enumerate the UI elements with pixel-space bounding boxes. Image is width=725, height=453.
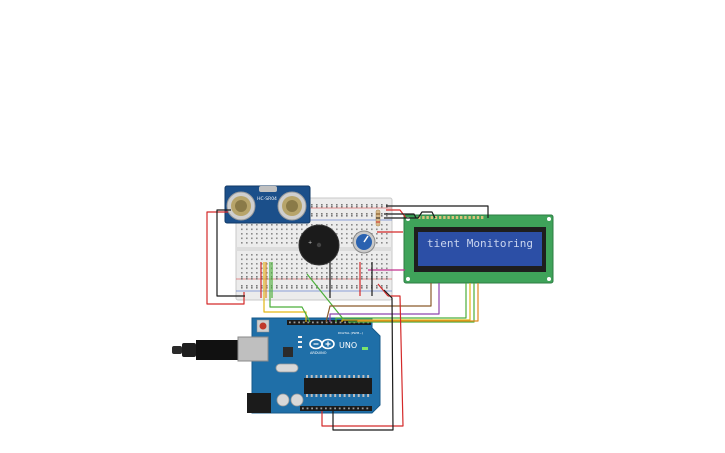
wire-sensor-gnd[interactable] (216, 209, 245, 297)
sensor-model-label: HC-SR04 (257, 196, 277, 202)
sensor-transducer-right (277, 191, 307, 221)
atmega-chip-pins (306, 375, 370, 397)
wire-arduino-5v[interactable] (321, 295, 404, 427)
sensor-crystal (259, 186, 277, 192)
potentiometer[interactable] (352, 230, 376, 254)
lcd-text-line1: tient Monitoring (427, 237, 533, 250)
board-brand-label: ARDUINO (310, 351, 327, 355)
wire-sensor-trig[interactable] (263, 262, 307, 322)
wire-lcd-rs[interactable] (325, 283, 432, 323)
wire-sensor-vcc[interactable] (206, 211, 245, 305)
usb-chip (283, 347, 293, 357)
digital-pins-label: DIGITAL (PWM~) (338, 331, 363, 335)
led-rx (298, 346, 302, 348)
wire-rail-vcc-lcd[interactable] (386, 209, 407, 219)
wire-buzzer-signal[interactable] (306, 273, 345, 321)
sensor-transducer-left (226, 191, 256, 221)
capacitor-2 (290, 393, 304, 407)
wire-rail-gnd-lcd[interactable] (386, 205, 489, 218)
atmega-chip (304, 378, 372, 394)
wire-arduino-gnd[interactable] (332, 289, 394, 431)
led-l (298, 336, 302, 338)
arduino-uno[interactable]: UNO ARDUINO DIGITAL (PWM~) ANALOG IN (172, 317, 381, 414)
reset-button-cap (259, 322, 267, 330)
wire-lcd-k[interactable] (384, 211, 436, 219)
usb-port (237, 336, 269, 362)
lcd-header-pins (418, 216, 484, 219)
piezo-buzzer[interactable]: + (298, 224, 340, 266)
led-tx (298, 341, 302, 343)
usb-cable (172, 340, 240, 360)
board-model-label: UNO (339, 341, 357, 350)
wire-bb-red-3[interactable] (377, 283, 389, 297)
led-on (362, 347, 368, 350)
arduino-logo (309, 338, 335, 350)
wire-lcd-a[interactable] (384, 213, 417, 219)
ultrasonic-sensor[interactable]: HC-SR04 (224, 185, 311, 224)
capacitor-1 (276, 393, 290, 407)
wire-sensor-echo[interactable] (269, 262, 311, 323)
lcd-screen (418, 232, 542, 266)
crystal-oscillator (275, 363, 299, 373)
wire-lcd-e[interactable] (329, 283, 440, 322)
lcd-display[interactable]: tient Monitoring (403, 214, 554, 284)
resistor[interactable] (375, 209, 381, 227)
wire-lcd-d6[interactable] (348, 283, 475, 323)
power-jack (247, 393, 271, 413)
wire-lcd-d7[interactable] (357, 283, 479, 322)
wires (206, 205, 489, 431)
buzzer-plus-mark: + (308, 240, 312, 246)
digital-header (287, 320, 371, 325)
wire-lcd-d5[interactable] (341, 283, 471, 322)
